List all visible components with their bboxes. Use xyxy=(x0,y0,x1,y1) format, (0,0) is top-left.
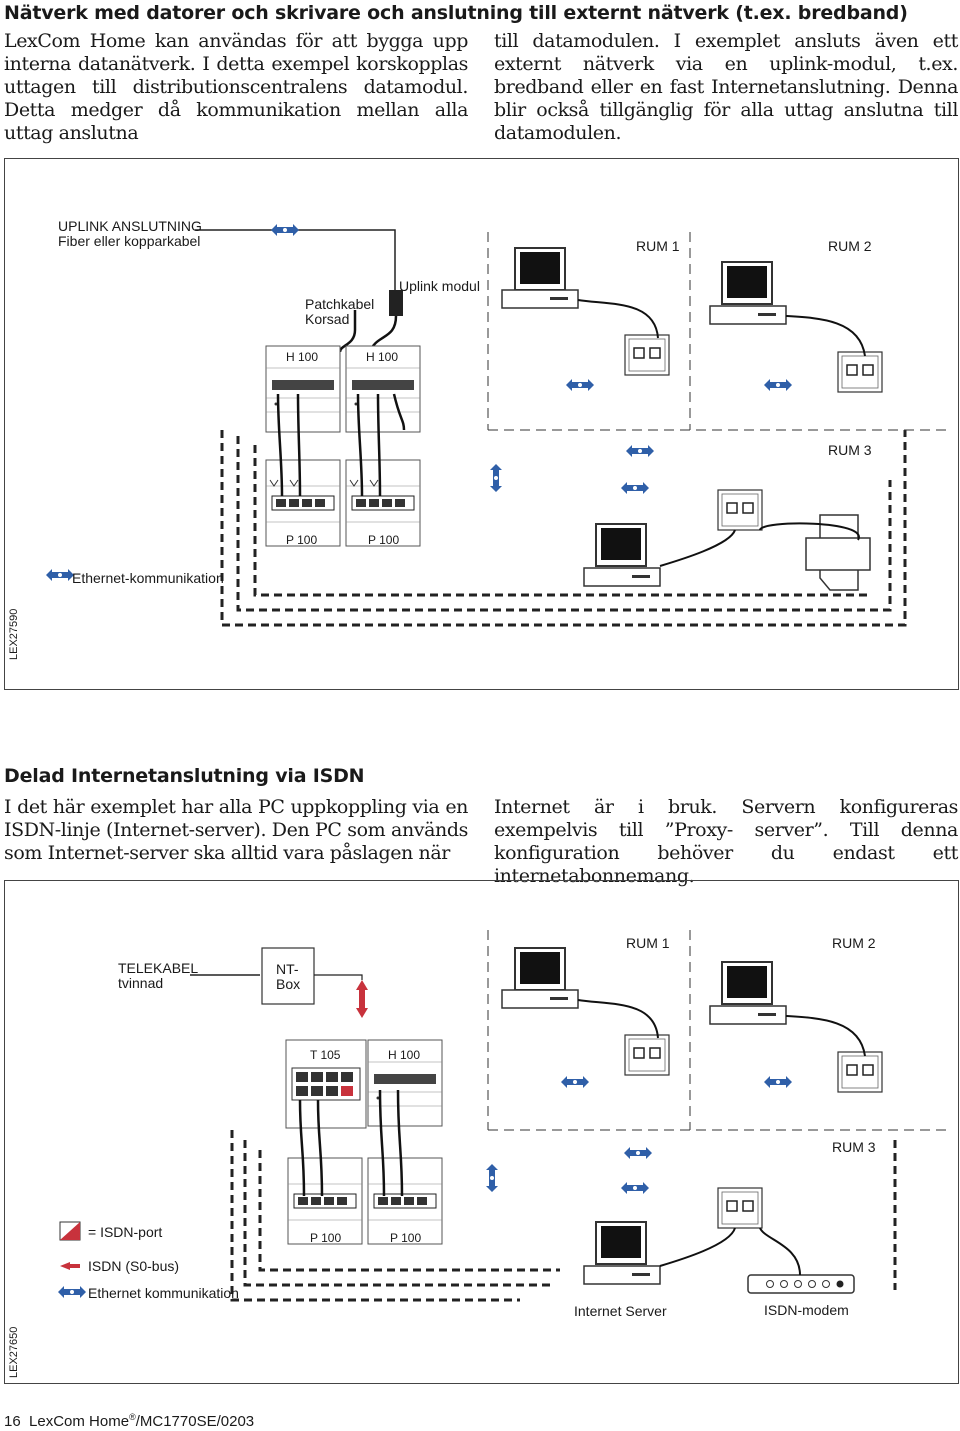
rum2-label-2: RUM 2 xyxy=(832,935,876,951)
footer-brand: LexCom Home xyxy=(29,1413,130,1430)
legend-isdn-port: = ISDN-port xyxy=(88,1224,163,1240)
diagram1-code: LEX27590 xyxy=(8,608,20,660)
section1-heading: Nätverk med datorer och skrivare och ans… xyxy=(4,2,908,24)
legend-isdn-bus: ISDN (S0-bus) xyxy=(88,1258,180,1274)
rum2-label: RUM 2 xyxy=(828,238,872,254)
footer-reg: ® xyxy=(129,1412,136,1422)
module-p100-2: P 100 xyxy=(368,533,400,547)
footer-doc: /MC1770SE/0203 xyxy=(135,1413,255,1430)
page-number: 16 xyxy=(4,1413,21,1430)
telekabel-label: TELEKABEL tvinnad xyxy=(118,960,199,991)
rum1-label: RUM 1 xyxy=(636,238,680,254)
rum3-label-2: RUM 3 xyxy=(832,1139,876,1155)
ntbox-label: NT- Box xyxy=(276,961,301,992)
rum1-label-2: RUM 1 xyxy=(626,935,670,951)
ethernet-label: Ethernet-kommunikation xyxy=(72,570,224,586)
uplink-label: UPLINK ANSLUTNING Fiber eller kopparkabe… xyxy=(58,218,202,249)
section1-col-left: LexCom Home kan användas för att bygga u… xyxy=(4,30,468,144)
module-t105: T 105 xyxy=(310,1048,341,1062)
module-p100-a: P 100 xyxy=(310,1231,342,1245)
isdn-modem-label: ISDN-modem xyxy=(764,1302,849,1318)
module-h100: H 100 xyxy=(388,1048,421,1062)
section2-heading: Delad Internetanslutning via ISDN xyxy=(4,765,365,787)
section1-col-right: till datamodulen. I exemplet ansluts äve… xyxy=(494,30,958,144)
section2-col-right: Internet är i bruk. Servern konfigureras… xyxy=(494,796,958,887)
uplink-module-label: Uplink modul xyxy=(399,278,480,294)
page-footer: 16 LexCom Home®/MC1770SE/0203 xyxy=(4,1412,254,1430)
module-h100-1: H 100 xyxy=(286,350,319,364)
diagram1-frame xyxy=(4,158,959,690)
internet-server-label: Internet Server xyxy=(574,1303,667,1319)
module-p100-1: P 100 xyxy=(286,533,318,547)
rum3-label: RUM 3 xyxy=(828,442,872,458)
module-h100-2: H 100 xyxy=(366,350,399,364)
diagram2-code: LEX27650 xyxy=(8,1326,20,1378)
module-p100-b: P 100 xyxy=(390,1231,422,1245)
diagram2-frame xyxy=(4,880,959,1384)
patchkabel-label: Patchkabel Korsad xyxy=(305,296,375,327)
section2-col-left: I det här exemplet har alla PC uppkoppli… xyxy=(4,796,468,864)
legend-ethernet: Ethernet kommunikation xyxy=(88,1285,239,1301)
